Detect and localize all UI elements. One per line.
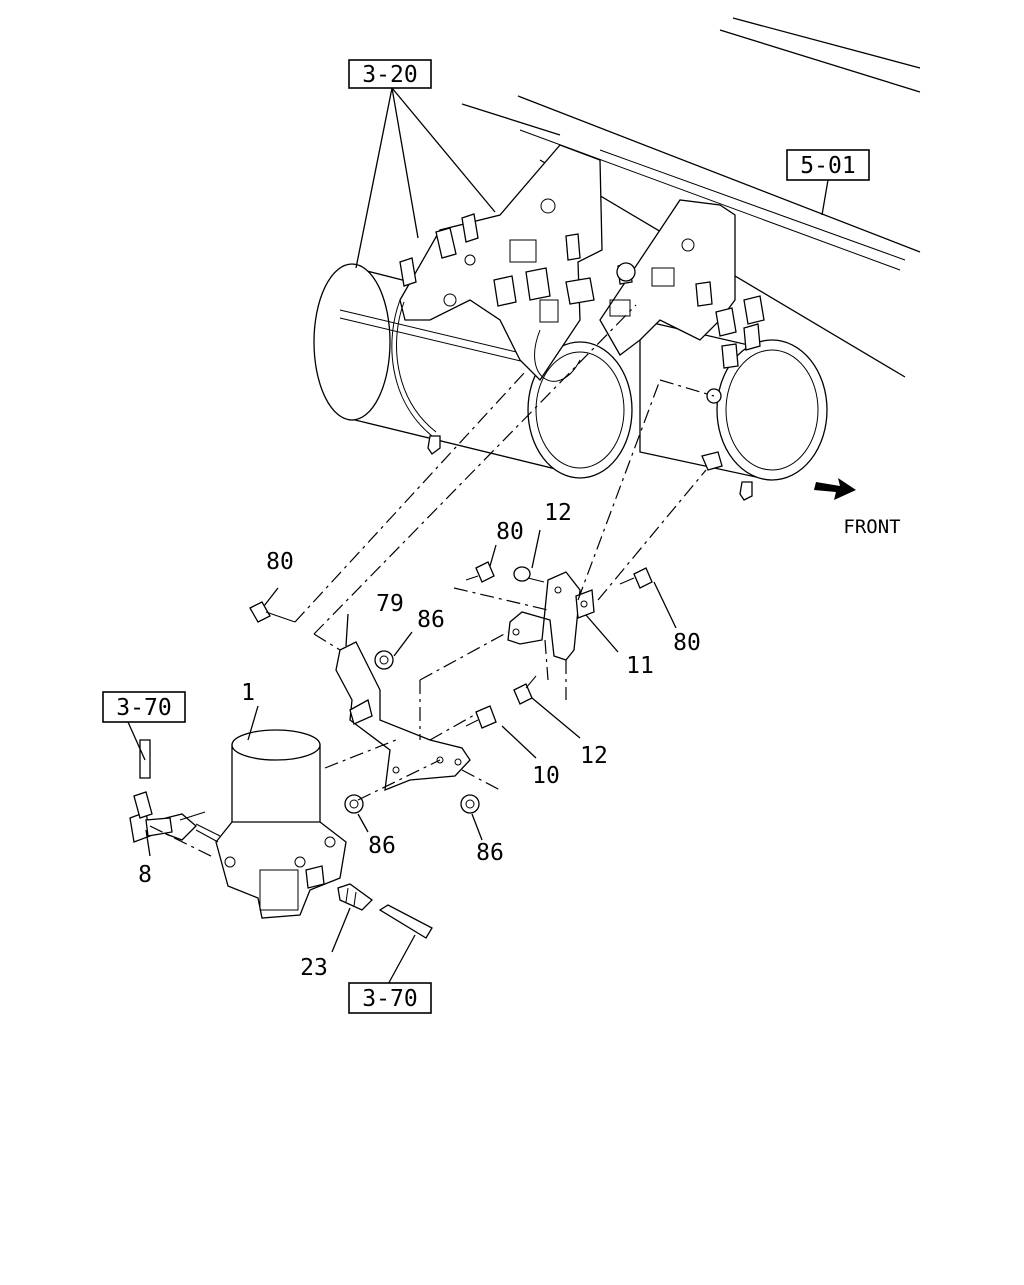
callout-10: 10: [532, 763, 560, 789]
connector-23: [337, 883, 373, 911]
assembly-lines: [149, 304, 715, 859]
callout-12-top: 12: [544, 500, 572, 526]
ref-box-3-70-lower[interactable]: 3-70: [348, 982, 432, 1014]
leader-lines: [145, 87, 829, 953]
air-tube-upper: [127, 721, 151, 779]
air-lines: [391, 299, 581, 437]
callout-23: 23: [300, 955, 328, 981]
elbow-fitting: [129, 791, 173, 843]
callout-8: 8: [138, 862, 152, 888]
dryer-mount-bracket: [335, 641, 471, 792]
ref-box-3-70-lower-label: 3-70: [362, 986, 417, 1012]
bracket-11: [507, 571, 595, 661]
callout-79: 79: [376, 591, 404, 617]
ref-box-5-01-label: 5-01: [800, 153, 855, 179]
front-label: FRONT: [843, 516, 900, 538]
ref-box-3-20[interactable]: 3-20: [348, 59, 432, 89]
front-arrow-icon: [814, 478, 856, 500]
callout-12-lower: 12: [580, 743, 608, 769]
tank-mount-bracket-left: [399, 144, 603, 382]
tank-fittings: [399, 213, 765, 369]
ref-box-3-70-upper-label: 3-70: [116, 695, 171, 721]
ref-box-5-01[interactable]: 5-01: [786, 149, 870, 181]
callout-86-top: 86: [417, 607, 445, 633]
callout-80-left: 80: [266, 549, 294, 575]
ref-box-3-20-label: 3-20: [362, 62, 417, 88]
air-dryer: [165, 729, 347, 919]
ref-box-3-70-upper[interactable]: 3-70: [102, 691, 186, 723]
callout-86-right: 86: [476, 840, 504, 866]
callout-11: 11: [626, 653, 654, 679]
callout-80-right: 80: [673, 630, 701, 656]
air-tube-lower: [378, 904, 433, 989]
callout-1: 1: [241, 680, 255, 706]
callout-86-left: 86: [368, 833, 396, 859]
callout-80-mid: 80: [496, 519, 524, 545]
